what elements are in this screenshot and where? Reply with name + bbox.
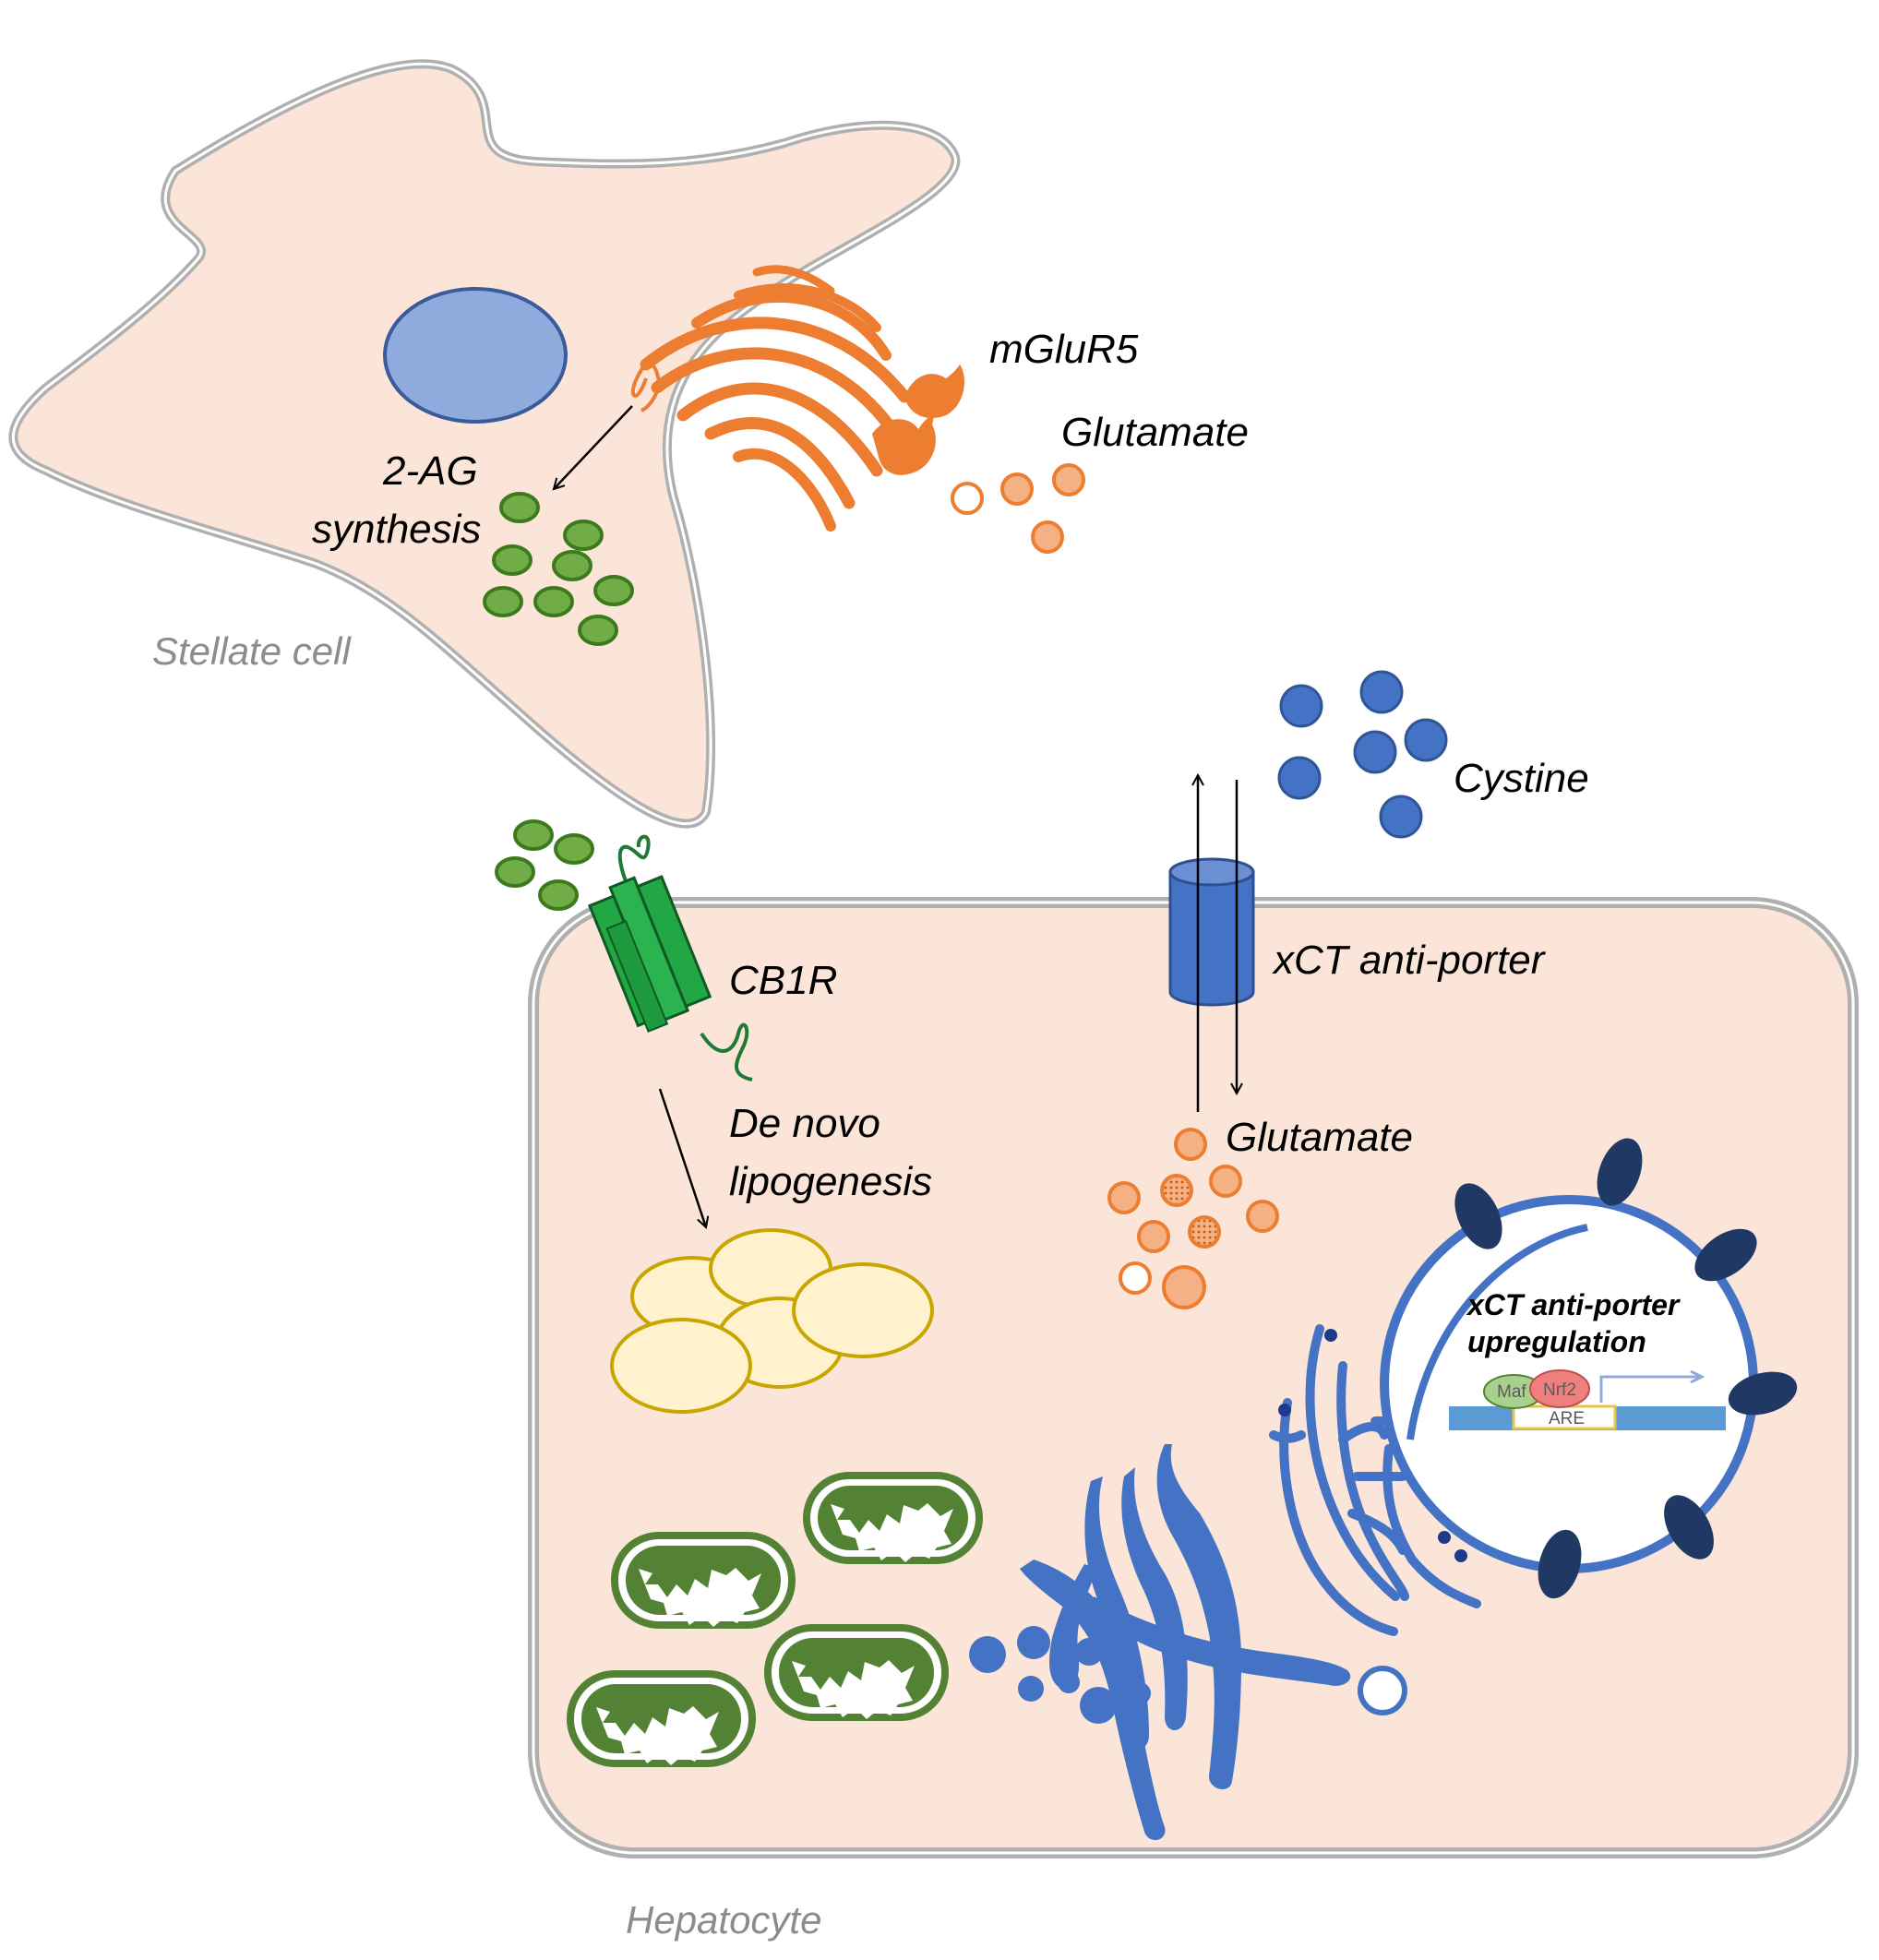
vesicle [552,550,592,581]
golgi-vesicle [1129,1682,1151,1704]
nuclear-pore [1454,1183,1502,1249]
glutamate-molecule [1137,1220,1170,1253]
mitochondrion [803,1472,983,1564]
mglur5-tail [630,363,661,412]
golgi-vesicle [1080,1687,1117,1724]
hepatocyte-label: Hepatocyte [626,1898,821,1942]
nuclear-pore [1597,1138,1643,1206]
glutamate-molecule [1000,472,1034,506]
transcription-arrowhead [1690,1369,1705,1384]
vesicle [554,833,594,865]
cystine-molecule [1279,684,1323,728]
stellate-nucleus [383,287,568,424]
maf-label: Maf [1497,1382,1526,1402]
glutamate-extracellular [951,463,1085,554]
nuclear-pore [1538,1529,1582,1599]
cystine-molecules [1277,670,1448,839]
glutamate-molecule [1052,463,1085,496]
vesicle [495,856,535,888]
are-gene-construct [1449,1369,1726,1430]
vesicle [563,520,604,551]
glutamate-molecule [1031,520,1064,554]
cystine-molecule [1379,795,1423,839]
vesicle [593,575,634,606]
golgi-vesicle [1058,1671,1080,1693]
mglur5-golgi-stack [640,265,911,532]
mitochondrion [611,1532,796,1629]
lipogenesis-arrow [658,1088,706,1227]
nuclear-pore [1664,1495,1714,1560]
glutamate-molecule [1209,1165,1242,1198]
vesicle [513,819,554,851]
glutamate-intracellular-label: Glutamate [1226,1115,1413,1160]
cystine-molecule [1277,756,1322,800]
de-novo-label-line2: lipogenesis [729,1159,932,1204]
glutamate-molecule [1107,1181,1141,1214]
cb1r-receptor [587,834,753,1082]
ribosome [1324,1329,1337,1342]
mitochondrion [567,1670,756,1767]
glutamate-extracellular-label: Glutamate [1061,410,1249,455]
nuclear-pore [1728,1371,1798,1416]
vesicle [492,544,533,576]
glutamate-intracellular [1107,1128,1279,1309]
cystine-molecule [1353,730,1397,774]
two-ag-vesicles-stellate [483,492,634,646]
nuclear-pores [1454,1138,1798,1599]
xct-upregulation-label-line1: xCT anti-porter [1466,1288,1681,1321]
vesicle [483,586,523,617]
golgi-apparatus [969,1444,1351,1841]
nuclear-pore [1694,1228,1757,1282]
golgi-empty-vesicle [1358,1666,1407,1715]
golgi-vesicle [1018,1676,1044,1702]
glutamate-molecule [951,482,984,515]
xct-antiporter-label: xCT anti-porter [1272,938,1547,983]
xct-upregulation-label-line2: upregulation [1467,1325,1646,1358]
golgi-vesicle [1017,1626,1050,1659]
two-ag-synthesis-arrow [554,405,633,489]
nrf2-protein [1529,1369,1590,1408]
two-ag-vesicles-receptor [495,819,594,911]
golgi-vesicle [1075,1638,1103,1666]
mitochondria [567,1472,983,1767]
nrf2-label: Nrf2 [1543,1380,1576,1400]
cystine-label: Cystine [1454,756,1589,801]
glutamate-molecule [1246,1200,1279,1233]
endoplasmic-reticulum [1269,1269,1481,1636]
glutamate-molecule [1162,1265,1206,1309]
vesicle [578,615,618,646]
glutamate-molecule [1174,1128,1207,1161]
are-label: ARE [1549,1409,1585,1428]
vesicle [533,586,574,617]
cystine-molecule [1359,670,1404,714]
ribosome [1278,1404,1291,1416]
ribosome [1454,1549,1467,1562]
cb1r-label: CB1R [729,958,837,1003]
lipid-droplet [610,1318,752,1414]
mglur5-label: mGluR5 [989,327,1139,372]
xct-antiporter-channel [1168,857,1255,1007]
vesicle [499,492,540,523]
stellate-cell-label: Stellate cell [152,629,352,673]
cystine-molecule [1404,718,1448,762]
glutamate-molecule [1119,1261,1152,1295]
two-ag-label-line2: synthesis [312,507,481,552]
golgi-vesicle [969,1636,1006,1673]
glutamate-molecule [1160,1174,1193,1207]
lipid-droplets [610,1228,934,1414]
two-ag-label-line1: 2-AG [382,448,478,494]
ribosome [1438,1531,1451,1544]
stellate-cell [8,59,961,829]
glutamate-molecule [1188,1215,1221,1249]
mitochondrion [764,1624,949,1721]
stellate-cell-membrane-outer [8,59,961,829]
de-novo-label-line1: De novo [729,1101,880,1146]
stellate-cell-membrane-inner [11,62,957,826]
vesicle [538,879,579,911]
mglur5-receptor [872,361,964,475]
transcription-arrow [1599,1375,1698,1403]
lipid-droplet [792,1262,934,1358]
